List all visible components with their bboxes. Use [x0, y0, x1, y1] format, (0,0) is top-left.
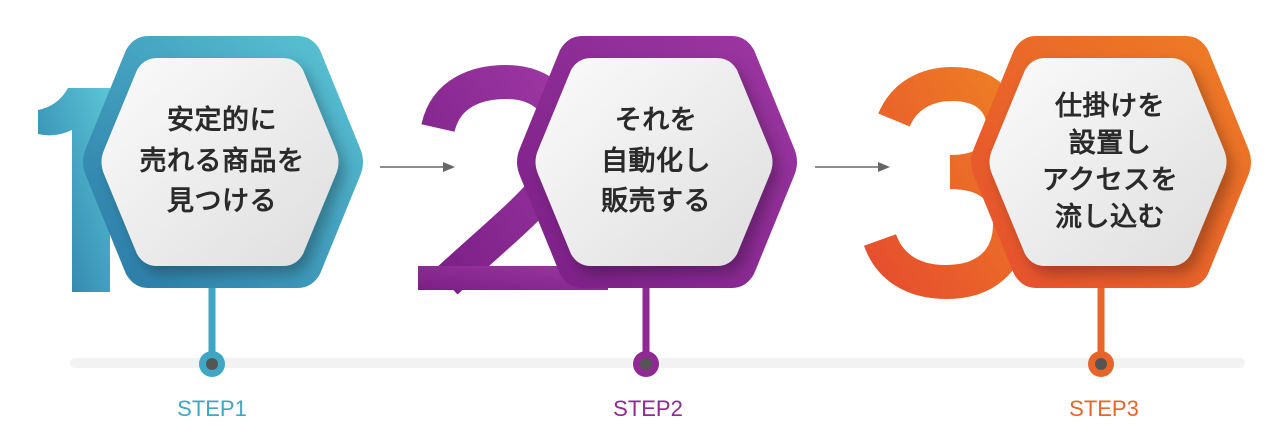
- step-3-group: [863, 36, 1251, 377]
- step-2-line: 販売する: [601, 186, 711, 218]
- step-2-text: それを 自動化し 販売する: [546, 62, 766, 262]
- step-3-line: 流し込む: [1055, 202, 1165, 234]
- step-3-line: アクセスを: [1041, 165, 1179, 196]
- step-3-line: 仕掛けを: [1055, 90, 1165, 122]
- step-1-line: 売れる商品を: [139, 145, 305, 177]
- step-1-text: 安定的に 売れる商品を 見つける: [112, 62, 332, 262]
- step-3-hex-face: [989, 58, 1227, 266]
- step-2-group: [418, 36, 797, 377]
- step-3-dot-center: [1095, 358, 1107, 370]
- step-2-label: STEP2: [613, 396, 683, 421]
- step-1-line: 安定的に: [167, 105, 277, 137]
- step-1-hex-face: [101, 58, 339, 266]
- arrow-2: [815, 162, 890, 172]
- step-2-dot-center: [640, 358, 652, 370]
- step-1-label: STEP1: [177, 396, 247, 421]
- step-3-text: 仕掛けを 設置し アクセスを 流し込む: [1000, 62, 1220, 262]
- step-2-hex-face: [535, 58, 773, 266]
- step-3-line: 設置し: [1068, 127, 1152, 159]
- step-1-group: [38, 36, 363, 377]
- step-2-line: 自動化し: [601, 145, 711, 177]
- step-1-dot-center: [206, 358, 218, 370]
- step-3-label: STEP3: [1069, 396, 1139, 421]
- step-3-numeral: [863, 66, 1028, 300]
- arrow-1: [380, 162, 455, 172]
- step-1-line: 見つける: [167, 186, 277, 218]
- step-2-line: それを: [614, 105, 698, 137]
